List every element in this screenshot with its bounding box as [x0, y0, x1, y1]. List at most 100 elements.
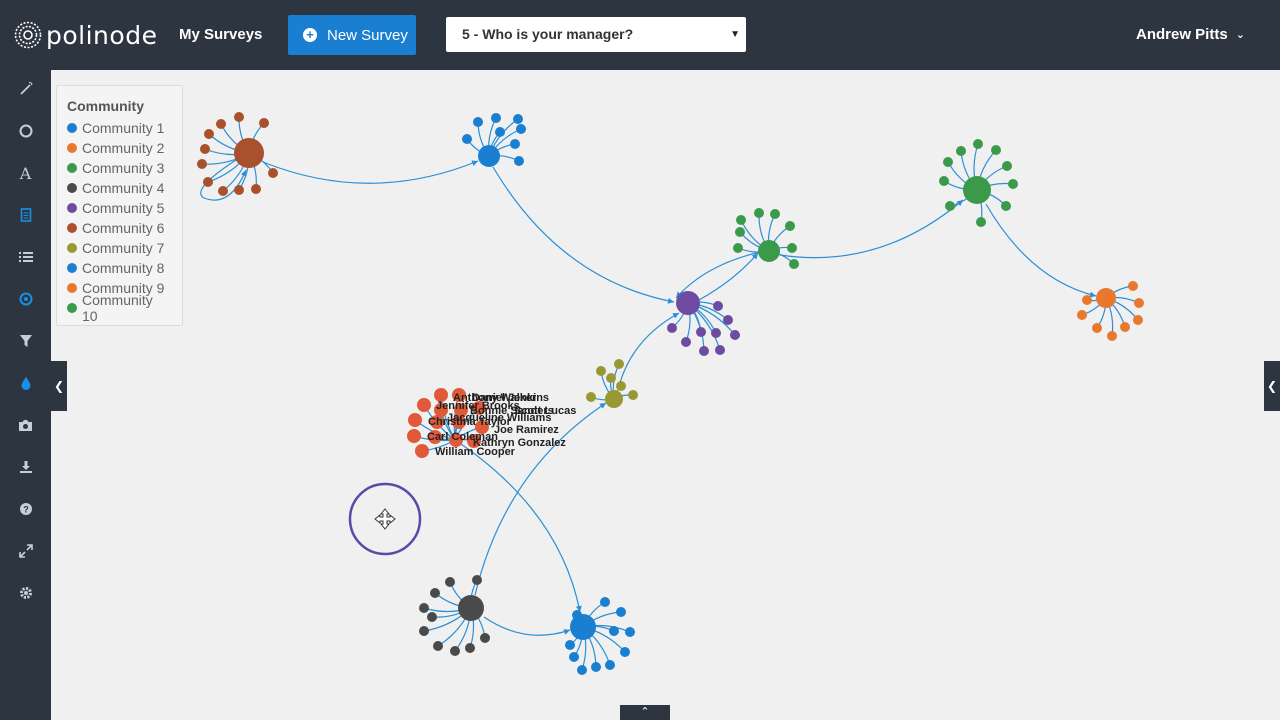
- drop-icon[interactable]: [0, 369, 51, 397]
- network-node[interactable]: [973, 139, 983, 149]
- community-hub-node[interactable]: [605, 390, 623, 408]
- network-node[interactable]: [600, 597, 610, 607]
- selected-network-node[interactable]: [434, 403, 448, 417]
- selected-network-node[interactable]: [408, 413, 422, 427]
- community-hub-node[interactable]: [234, 138, 264, 168]
- selected-network-node[interactable]: [475, 420, 489, 434]
- circle-icon[interactable]: [0, 117, 51, 145]
- target-icon[interactable]: [0, 285, 51, 313]
- expand-right-panel-button[interactable]: ❮: [1264, 361, 1280, 411]
- selected-network-node[interactable]: [430, 415, 444, 429]
- selected-network-node[interactable]: [452, 388, 466, 402]
- network-node[interactable]: [616, 607, 626, 617]
- network-node[interactable]: [200, 144, 210, 154]
- network-node[interactable]: [976, 217, 986, 227]
- font-icon[interactable]: A: [19, 163, 32, 183]
- network-node[interactable]: [770, 209, 780, 219]
- network-node[interactable]: [711, 328, 721, 338]
- network-node[interactable]: [785, 221, 795, 231]
- network-node[interactable]: [577, 665, 587, 675]
- community-hub-node[interactable]: [963, 176, 991, 204]
- network-node[interactable]: [234, 185, 244, 195]
- expand-bottom-panel-button[interactable]: ⌃: [620, 705, 670, 720]
- network-node[interactable]: [216, 119, 226, 129]
- network-node[interactable]: [733, 243, 743, 253]
- selected-network-node[interactable]: [452, 415, 466, 429]
- network-node[interactable]: [465, 643, 475, 653]
- network-node[interactable]: [723, 315, 733, 325]
- network-node[interactable]: [681, 337, 691, 347]
- network-node[interactable]: [596, 366, 606, 376]
- selected-network-node[interactable]: [472, 401, 486, 415]
- community-hub-node[interactable]: [1096, 288, 1116, 308]
- help-icon[interactable]: ?: [0, 495, 51, 523]
- network-node[interactable]: [625, 627, 635, 637]
- expand-icon[interactable]: [0, 537, 51, 565]
- selected-network-node[interactable]: [415, 444, 429, 458]
- network-node[interactable]: [735, 227, 745, 237]
- network-node[interactable]: [472, 575, 482, 585]
- user-menu[interactable]: Andrew Pitts ⌄: [1136, 26, 1245, 43]
- survey-question-select[interactable]: 5 - Who is your manager? ▼: [446, 17, 746, 52]
- download-icon[interactable]: [0, 453, 51, 481]
- list-icon[interactable]: [0, 243, 51, 271]
- network-node[interactable]: [218, 186, 228, 196]
- network-node[interactable]: [259, 118, 269, 128]
- network-node[interactable]: [736, 215, 746, 225]
- network-node[interactable]: [491, 113, 501, 123]
- legend-item[interactable]: Community 8: [67, 258, 172, 278]
- legend-item[interactable]: Community 9: [67, 278, 172, 298]
- network-node[interactable]: [514, 156, 524, 166]
- selected-network-node[interactable]: [449, 433, 463, 447]
- network-node[interactable]: [616, 381, 626, 391]
- camera-icon[interactable]: [0, 411, 51, 439]
- network-node[interactable]: [789, 259, 799, 269]
- network-node[interactable]: [620, 647, 630, 657]
- polinode-logo[interactable]: polinode: [14, 20, 157, 50]
- network-node[interactable]: [430, 588, 440, 598]
- network-node[interactable]: [251, 184, 261, 194]
- network-node[interactable]: [480, 633, 490, 643]
- community-hub-node[interactable]: [758, 240, 780, 262]
- community-hub-node[interactable]: [478, 145, 500, 167]
- network-node[interactable]: [1001, 201, 1011, 211]
- legend-item[interactable]: Community 10: [67, 292, 172, 324]
- network-node[interactable]: [586, 392, 596, 402]
- gear-icon[interactable]: [0, 579, 51, 607]
- network-node[interactable]: [1107, 331, 1117, 341]
- network-node[interactable]: [939, 176, 949, 186]
- network-node[interactable]: [419, 626, 429, 636]
- selected-network-node[interactable]: [434, 388, 448, 402]
- network-node[interactable]: [1133, 315, 1143, 325]
- legend-item[interactable]: Community 3: [67, 158, 172, 178]
- legend-item[interactable]: Community 4: [67, 178, 172, 198]
- network-node[interactable]: [787, 243, 797, 253]
- network-node[interactable]: [234, 112, 244, 122]
- network-node[interactable]: [991, 145, 1001, 155]
- community-hub-node[interactable]: [676, 291, 700, 315]
- selected-network-node[interactable]: [407, 429, 421, 443]
- network-node[interactable]: [945, 201, 955, 211]
- network-node[interactable]: [495, 127, 505, 137]
- network-node[interactable]: [1092, 323, 1102, 333]
- network-node[interactable]: [462, 134, 472, 144]
- network-node[interactable]: [445, 577, 455, 587]
- selected-network-node[interactable]: [417, 398, 431, 412]
- network-node[interactable]: [1008, 179, 1018, 189]
- network-node[interactable]: [1128, 281, 1138, 291]
- new-survey-button[interactable]: + New Survey: [288, 15, 416, 55]
- network-node[interactable]: [1002, 161, 1012, 171]
- network-node[interactable]: [605, 660, 615, 670]
- network-node[interactable]: [754, 208, 764, 218]
- filter-icon[interactable]: [0, 327, 51, 355]
- legend-item[interactable]: Community 6: [67, 218, 172, 238]
- network-node[interactable]: [427, 612, 437, 622]
- network-node[interactable]: [203, 177, 213, 187]
- legend-item[interactable]: Community 5: [67, 198, 172, 218]
- network-node[interactable]: [715, 345, 725, 355]
- network-node[interactable]: [516, 124, 526, 134]
- network-node[interactable]: [473, 117, 483, 127]
- network-node[interactable]: [565, 640, 575, 650]
- document-icon[interactable]: [0, 201, 51, 229]
- network-canvas[interactable]: Anthony Walker Daniel Jenkins Jennifer B…: [51, 70, 1280, 720]
